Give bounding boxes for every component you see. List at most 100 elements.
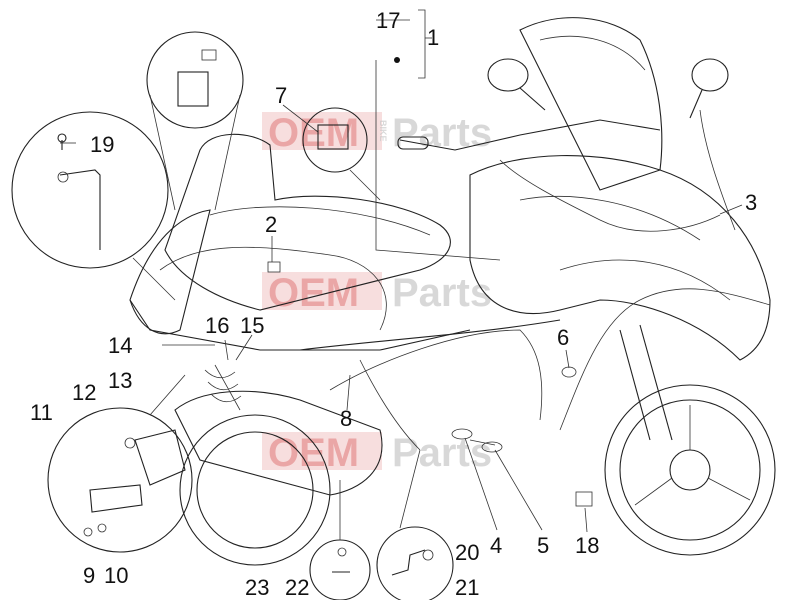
grommet-4 [451,428,473,440]
grommet-5 [481,441,503,453]
clip-6 [561,366,577,378]
relay-18 [575,491,593,507]
bolt-head-19 [57,133,67,143]
watermark-oem: OEM [268,111,359,155]
seat [164,133,451,311]
lower-body [129,299,471,351]
callout-19: 19 [90,132,114,157]
callout-4: 4 [490,533,502,558]
lead-4 [464,437,498,531]
detail-lead-17 [149,94,176,211]
callout-22: 22 [285,575,309,600]
windshield-edge [539,35,646,71]
front-fork-right [639,324,673,441]
watermark-oem-3: OEM [268,431,359,475]
right-mirror-stem [689,89,703,119]
scooter-outline [129,17,776,566]
callout-6: 6 [557,325,569,350]
callout-17: 17 [376,8,400,33]
harness-front [559,288,771,431]
front-tire-inner [619,399,761,541]
shock-spring [204,369,242,403]
ground-cable-icon [59,169,101,250]
sensor-21 [391,549,426,576]
front-spokes [634,405,751,506]
rear-body [129,209,211,335]
callout-8: 8 [340,406,352,431]
fuse-box-icon [177,71,209,107]
callout-20: 20 [455,540,479,565]
left-mirror [487,58,529,92]
detail-brake-switch [47,374,193,553]
watermark-bike: BIKE [378,120,388,142]
left-grip [397,136,429,150]
callout-15: 15 [240,313,264,338]
lead-5 [494,449,543,531]
detail-lead-17b [214,94,241,211]
floorboard [299,319,561,351]
washer-10 [97,523,107,533]
seat-seam [209,206,431,236]
shock-absorber [214,364,241,411]
nut-9 [83,527,93,537]
lead-16 [224,339,229,361]
relay-icon-7 [317,124,349,150]
lead-1-main [375,60,501,261]
rear-tire-outer [179,414,331,566]
switch-11 [89,484,143,513]
right-mirror [691,58,729,92]
lead-6 [565,349,570,369]
detail-circle-11 [47,407,193,553]
watermark: OEM BIKE Parts OEM Parts OEM Parts [262,111,492,475]
callout-2: 2 [265,212,277,237]
detail-lead-7 [349,169,381,201]
callout-9: 9 [83,563,95,588]
ring-terminal-icon [57,171,69,183]
detail-lead-19 [132,257,176,301]
detail-circle-19 [11,111,169,269]
detail-circle-21 [376,526,454,600]
callout-3: 3 [745,190,757,215]
callout-16: 16 [205,313,229,338]
callout-13: 13 [108,368,132,393]
fairing-line-2 [559,259,731,301]
detail-lead-21 [399,449,421,529]
harness-main [329,329,543,421]
callout-23: 23 [245,575,269,600]
detail-circle-17 [146,31,244,129]
leader-lines [60,9,743,533]
wiring-harness [159,109,771,507]
bolt-23 [337,547,347,557]
callout-14: 14 [108,333,132,358]
lead-15 [235,334,253,361]
bracket-1 [418,9,426,79]
watermark-parts-3: Parts [392,431,492,475]
handlebar [399,119,661,151]
harness-grommet [469,439,496,446]
watermark-oem-2: OEM [268,271,359,315]
detail-circle-7 [302,107,368,173]
detail-ground-strap [309,480,371,600]
fairing-line [519,196,701,241]
detail-lead-11 [149,374,186,416]
lead-3 [719,204,743,215]
front-hub [669,449,711,491]
left-mirror-stem [519,87,546,111]
washer-20 [422,549,434,561]
detail-battery-cable [11,111,176,301]
lead-18 [584,507,588,533]
harness-headlight [499,159,721,232]
watermark-parts: Parts [392,111,492,155]
lead-8 [346,374,351,411]
harness-rear [159,246,387,331]
front-tire-outer [604,384,776,556]
harness-right-bar [699,109,736,231]
callout-11: 11 [30,400,53,425]
windshield [519,17,663,191]
bolt-12 [124,437,136,449]
watermark-parts-2: Parts [392,271,492,315]
lead-1-dot [394,57,400,63]
callouts: 1 2 3 4 5 6 7 8 9 10 11 12 13 14 15 16 1… [30,8,757,600]
callout-10: 10 [104,563,128,588]
